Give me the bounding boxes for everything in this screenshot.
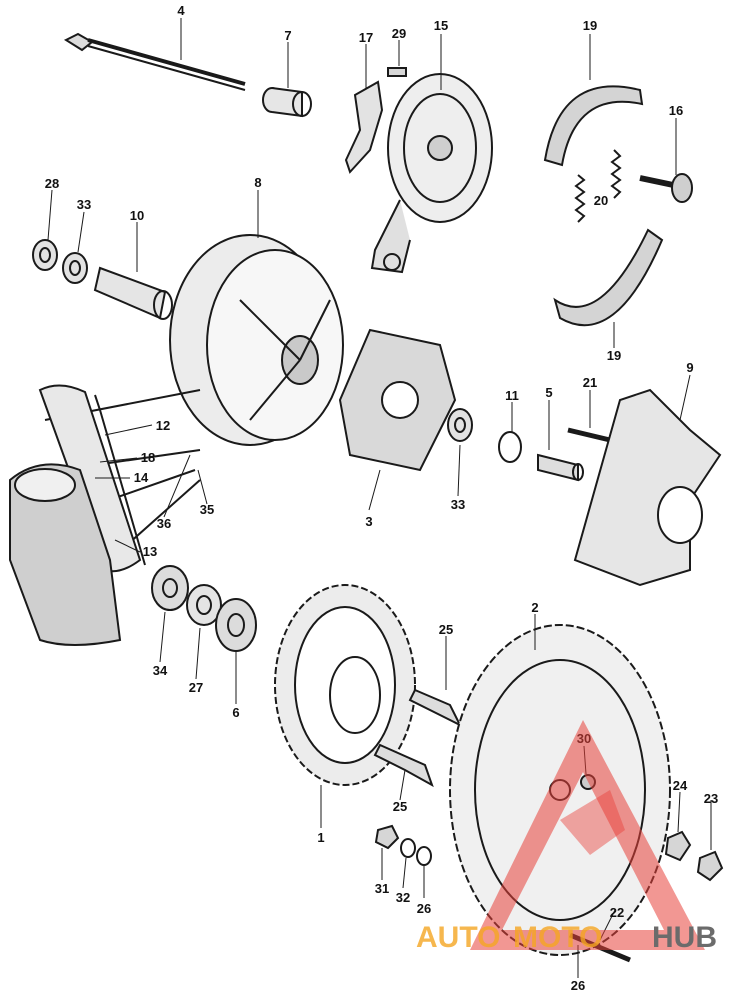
part-31-nut: [374, 824, 400, 850]
part-33-bearing-left: [62, 252, 88, 284]
part-17-brake-arm: [344, 80, 384, 174]
part-29-bolt: [387, 67, 407, 77]
callout-36: 36: [157, 516, 171, 531]
callout-5: 5: [545, 385, 552, 400]
rear-tire: [9, 463, 122, 646]
callout-8: 8: [254, 175, 261, 190]
callout-18: 18: [141, 450, 155, 465]
callout-17: 17: [359, 30, 373, 45]
callout-1: 1: [317, 830, 324, 845]
callout-25-upper: 25: [439, 622, 453, 637]
callout-4: 4: [177, 3, 185, 18]
part-23-nut: [696, 850, 724, 882]
part-20-springs: [574, 149, 622, 223]
part-19-brake-shoe-upper: [543, 85, 644, 167]
part-6-oil-seal: [215, 598, 257, 652]
part-10-distance-collar: [93, 266, 173, 320]
part-32-washer: [400, 838, 416, 858]
callout-10: 10: [130, 208, 144, 223]
callout-23: 23: [704, 791, 718, 806]
part-3-damper-rubber: [338, 328, 457, 472]
callout-3: 3: [365, 514, 372, 529]
part-1-small-sprocket: [274, 584, 416, 786]
watermark-inner-chevron: [560, 790, 625, 855]
callout-16: 16: [669, 103, 683, 118]
part-16-brake-cam: [639, 173, 693, 203]
callout-13: 13: [143, 544, 157, 559]
part-4-axle: [63, 32, 246, 91]
watermark-word-hub: HUB: [652, 921, 717, 954]
part-28-oil-seal: [32, 239, 58, 271]
leader-lines: [47, 18, 712, 978]
part-9-sprocket-flange: [573, 388, 722, 587]
part-8-wheel-hub: [169, 234, 344, 446]
callout-19-lower: 19: [607, 348, 621, 363]
part-25-lock-plate-lower: [373, 743, 434, 788]
part-5-sleeve: [537, 453, 584, 482]
callout-11: 11: [505, 388, 519, 403]
watermark-triangle-logo: [470, 720, 705, 950]
watermark-word-auto: AUTO: [416, 921, 500, 954]
part-34-bearing: [151, 565, 189, 611]
callout-34: 34: [153, 663, 168, 678]
callout-29: 29: [392, 26, 406, 41]
callout-35: 35: [200, 502, 214, 517]
callout-12: 12: [156, 418, 170, 433]
callout-32: 32: [396, 890, 410, 905]
callout-6: 6: [232, 705, 239, 720]
callout-20: 20: [594, 193, 608, 208]
callout-26-left: 26: [417, 901, 431, 916]
part-24-nut: [664, 830, 692, 862]
callout-9: 9: [686, 360, 693, 375]
callout-27: 27: [189, 680, 203, 695]
callout-7: 7: [284, 28, 291, 43]
callout-24: 24: [673, 778, 688, 793]
callout-19-upper: 19: [583, 18, 597, 33]
part-15-brake-panel: [370, 73, 493, 274]
callout-33-left: 33: [77, 197, 91, 212]
callout-2: 2: [531, 600, 538, 615]
callout-26-lower: 26: [571, 978, 585, 993]
callout-31: 31: [375, 881, 389, 896]
callout-25-lower: 25: [393, 799, 407, 814]
watermark-word-moto: MOTO: [513, 921, 602, 954]
callout-14: 14: [134, 470, 149, 485]
part-19-brake-shoe-lower: [553, 228, 664, 327]
callout-33-right: 33: [451, 497, 465, 512]
part-27-spacer: [186, 584, 222, 626]
part-11-o-ring: [498, 431, 522, 463]
callout-21: 21: [583, 375, 597, 390]
part-33-bearing-right: [447, 408, 473, 442]
part-21-bolt: [567, 427, 611, 443]
part-7-spacer: [262, 87, 312, 118]
callout-15: 15: [434, 18, 448, 33]
part-26-washer-left: [416, 846, 432, 866]
part-25-lock-plate-upper: [408, 688, 463, 728]
callout-22: 22: [610, 905, 624, 920]
automotohub-watermark: AUTO MOTO HUB: [416, 720, 717, 954]
callout-28: 28: [45, 176, 59, 191]
